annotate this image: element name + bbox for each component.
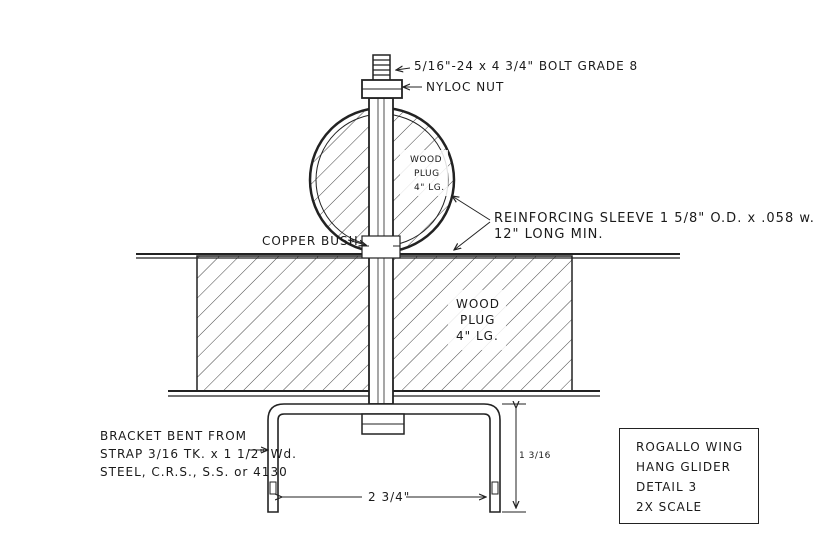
- dimension-width: [282, 488, 486, 504]
- reinforcing-label-line1: REINFORCING SLEEVE 1 5/8" O.D. x .058 w.: [494, 211, 815, 226]
- reinforcing-label-line2: 12" LONG MIN.: [494, 227, 604, 242]
- title-line-2: HANG GLIDER: [636, 460, 732, 474]
- wood-plug-top-label-1: WOOD: [410, 155, 442, 165]
- bolt-label: 5/16"-24 x 4 3/4" BOLT GRADE 8: [414, 59, 639, 73]
- title-line-3: DETAIL 3: [636, 480, 698, 494]
- title-line-1: ROGALLO WING: [636, 440, 744, 454]
- wood-plug-bottom-label-1: WOOD: [456, 297, 500, 311]
- title-line-4: 2X SCALE: [636, 500, 703, 514]
- dimension-height: [502, 404, 526, 513]
- nyloc-nut: [361, 79, 403, 99]
- copper-bush-label: COPPER BUSH: [262, 234, 359, 248]
- wood-plug-top-label-2: PLUG: [414, 169, 440, 179]
- title-block: ROGALLO WING HANG GLIDER DETAIL 3 2X SCA…: [619, 428, 759, 524]
- dim-height-label: 1 3/16: [519, 451, 551, 461]
- bolt-thread-end: [372, 54, 391, 82]
- bracket: [267, 403, 501, 513]
- wood-plug-bottom-label-2: PLUG: [460, 313, 496, 327]
- copper-bush: [361, 235, 401, 259]
- leader-lines: [248, 68, 491, 450]
- bottom-nut: [361, 413, 405, 435]
- wood-plug-top-label-3: 4" LG.: [414, 183, 445, 193]
- bracket-label-1: BRACKET BENT FROM: [100, 429, 248, 443]
- nyloc-label: NYLOC NUT: [426, 80, 505, 94]
- dim-width-label: 2 3/4": [368, 490, 411, 504]
- tube-wall-top: [136, 253, 680, 259]
- bracket-label-2: STRAP 3/16 TK. x 1 1/2" Wd.: [100, 447, 297, 461]
- wood-plug-bottom-label-3: 4" LG.: [456, 329, 499, 343]
- bracket-label-3: STEEL, C.R.S., S.S. or 4130: [100, 465, 288, 479]
